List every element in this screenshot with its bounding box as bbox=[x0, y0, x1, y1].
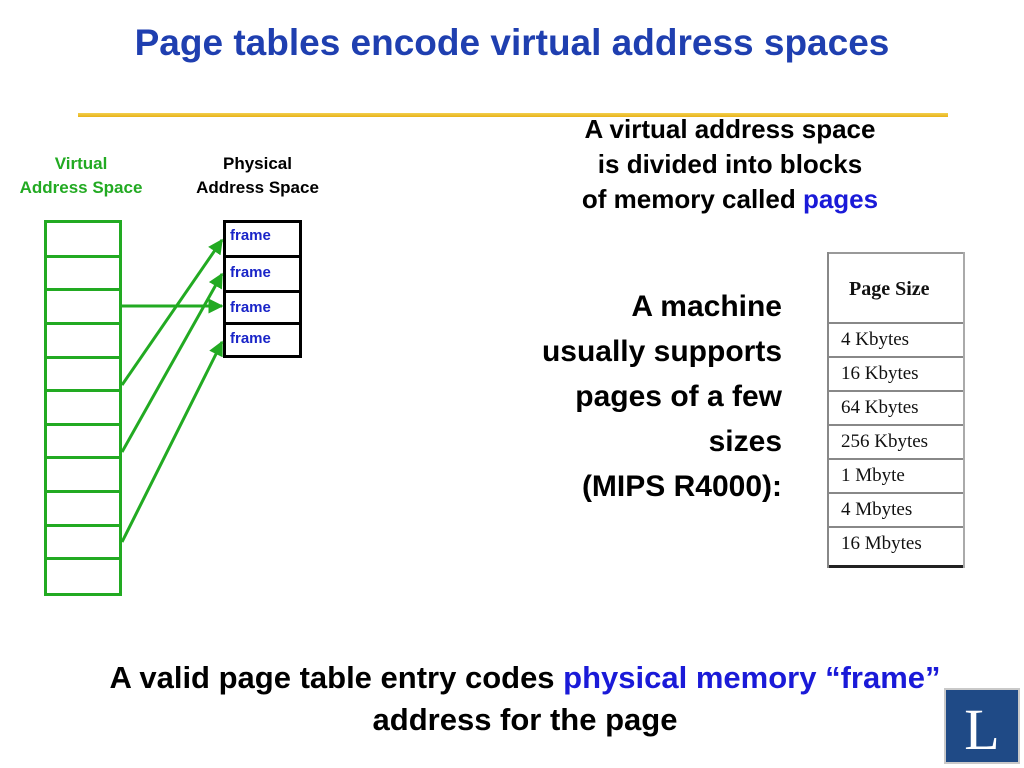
title-underline bbox=[78, 113, 948, 117]
frame-note-part1: A valid page table entry codes bbox=[109, 660, 564, 695]
virtual-page-divider bbox=[47, 322, 119, 325]
sizes-note-line3: pages of a few bbox=[575, 380, 782, 413]
pages-note-prefix: of memory called bbox=[581, 184, 803, 214]
virtual-page-divider bbox=[47, 524, 119, 527]
table-row: 16 Mbytes bbox=[829, 526, 963, 560]
slide-title: Page tables encode virtual address space… bbox=[134, 22, 890, 63]
table-bottom-rule bbox=[829, 565, 963, 568]
frame-label: frame bbox=[230, 264, 271, 281]
frame-divider bbox=[226, 290, 299, 293]
virtual-page-divider bbox=[47, 288, 119, 291]
frame-explanation: A valid page table entry codes physical … bbox=[100, 657, 950, 741]
pages-note-line2: is divided into blocks bbox=[597, 149, 863, 179]
frame-divider bbox=[226, 322, 299, 325]
virtual-label-line2: Address Space bbox=[19, 178, 143, 197]
physical-label-line2: Address Space bbox=[196, 178, 319, 197]
sizes-note-line2: usually supports bbox=[541, 335, 782, 368]
university-logo: L bbox=[944, 688, 1020, 764]
pages-highlight: pages bbox=[802, 184, 879, 214]
frame-label: frame bbox=[230, 227, 271, 244]
logo-letter: L bbox=[964, 697, 1000, 762]
mapping-arrow bbox=[120, 272, 224, 453]
virtual-page-divider bbox=[47, 456, 119, 459]
sizes-note-line4: sizes bbox=[708, 425, 782, 458]
table-header-label: Page Size bbox=[849, 278, 930, 300]
physical-address-space-label: Physical Address Space bbox=[180, 152, 335, 200]
physical-label-line1: Physical bbox=[223, 154, 292, 173]
sizes-note-line5: (MIPS R4000): bbox=[581, 470, 782, 503]
frame-note-part2: address for the page bbox=[372, 702, 678, 737]
page-size-table: Page Size 4 Kbytes 16 Kbytes 64 Kbytes 2… bbox=[827, 252, 965, 568]
table-row: 4 Mbytes bbox=[829, 492, 963, 526]
virtual-page-divider bbox=[47, 255, 119, 258]
virtual-page-divider bbox=[47, 490, 119, 493]
virtual-page-divider bbox=[47, 423, 119, 426]
page-sizes-explanation: A machine usually supports pages of a fe… bbox=[420, 284, 782, 509]
table-row: 16 Kbytes bbox=[829, 356, 963, 390]
virtual-address-space-label: Virtual Address Space bbox=[0, 152, 162, 200]
frame-label: frame bbox=[230, 330, 271, 347]
pages-note-line3: of memory called pages bbox=[520, 182, 940, 217]
table-header: Page Size bbox=[829, 252, 963, 322]
frame-note-highlight: physical memory “frame” bbox=[563, 660, 941, 695]
virtual-page-divider bbox=[47, 557, 119, 560]
table-row: 4 Kbytes bbox=[829, 322, 963, 356]
virtual-page-divider bbox=[47, 389, 119, 392]
table-row: 256 Kbytes bbox=[829, 424, 963, 458]
virtual-page-divider bbox=[47, 356, 119, 359]
physical-frame-stack: frame frame frame frame bbox=[223, 220, 302, 358]
virtual-label-line1: Virtual bbox=[54, 154, 108, 173]
sizes-note-line1: A machine bbox=[631, 290, 782, 323]
pages-note-line1: A virtual address space bbox=[584, 114, 876, 144]
mapping-arrow bbox=[120, 238, 224, 386]
frame-divider bbox=[226, 255, 299, 258]
virtual-page-stack bbox=[44, 220, 122, 596]
table-row: 1 Mbyte bbox=[829, 458, 963, 492]
mapping-arrow bbox=[120, 340, 224, 543]
frame-label: frame bbox=[230, 299, 271, 316]
table-row: 64 Kbytes bbox=[829, 390, 963, 424]
pages-explanation: A virtual address space is divided into … bbox=[520, 112, 940, 217]
